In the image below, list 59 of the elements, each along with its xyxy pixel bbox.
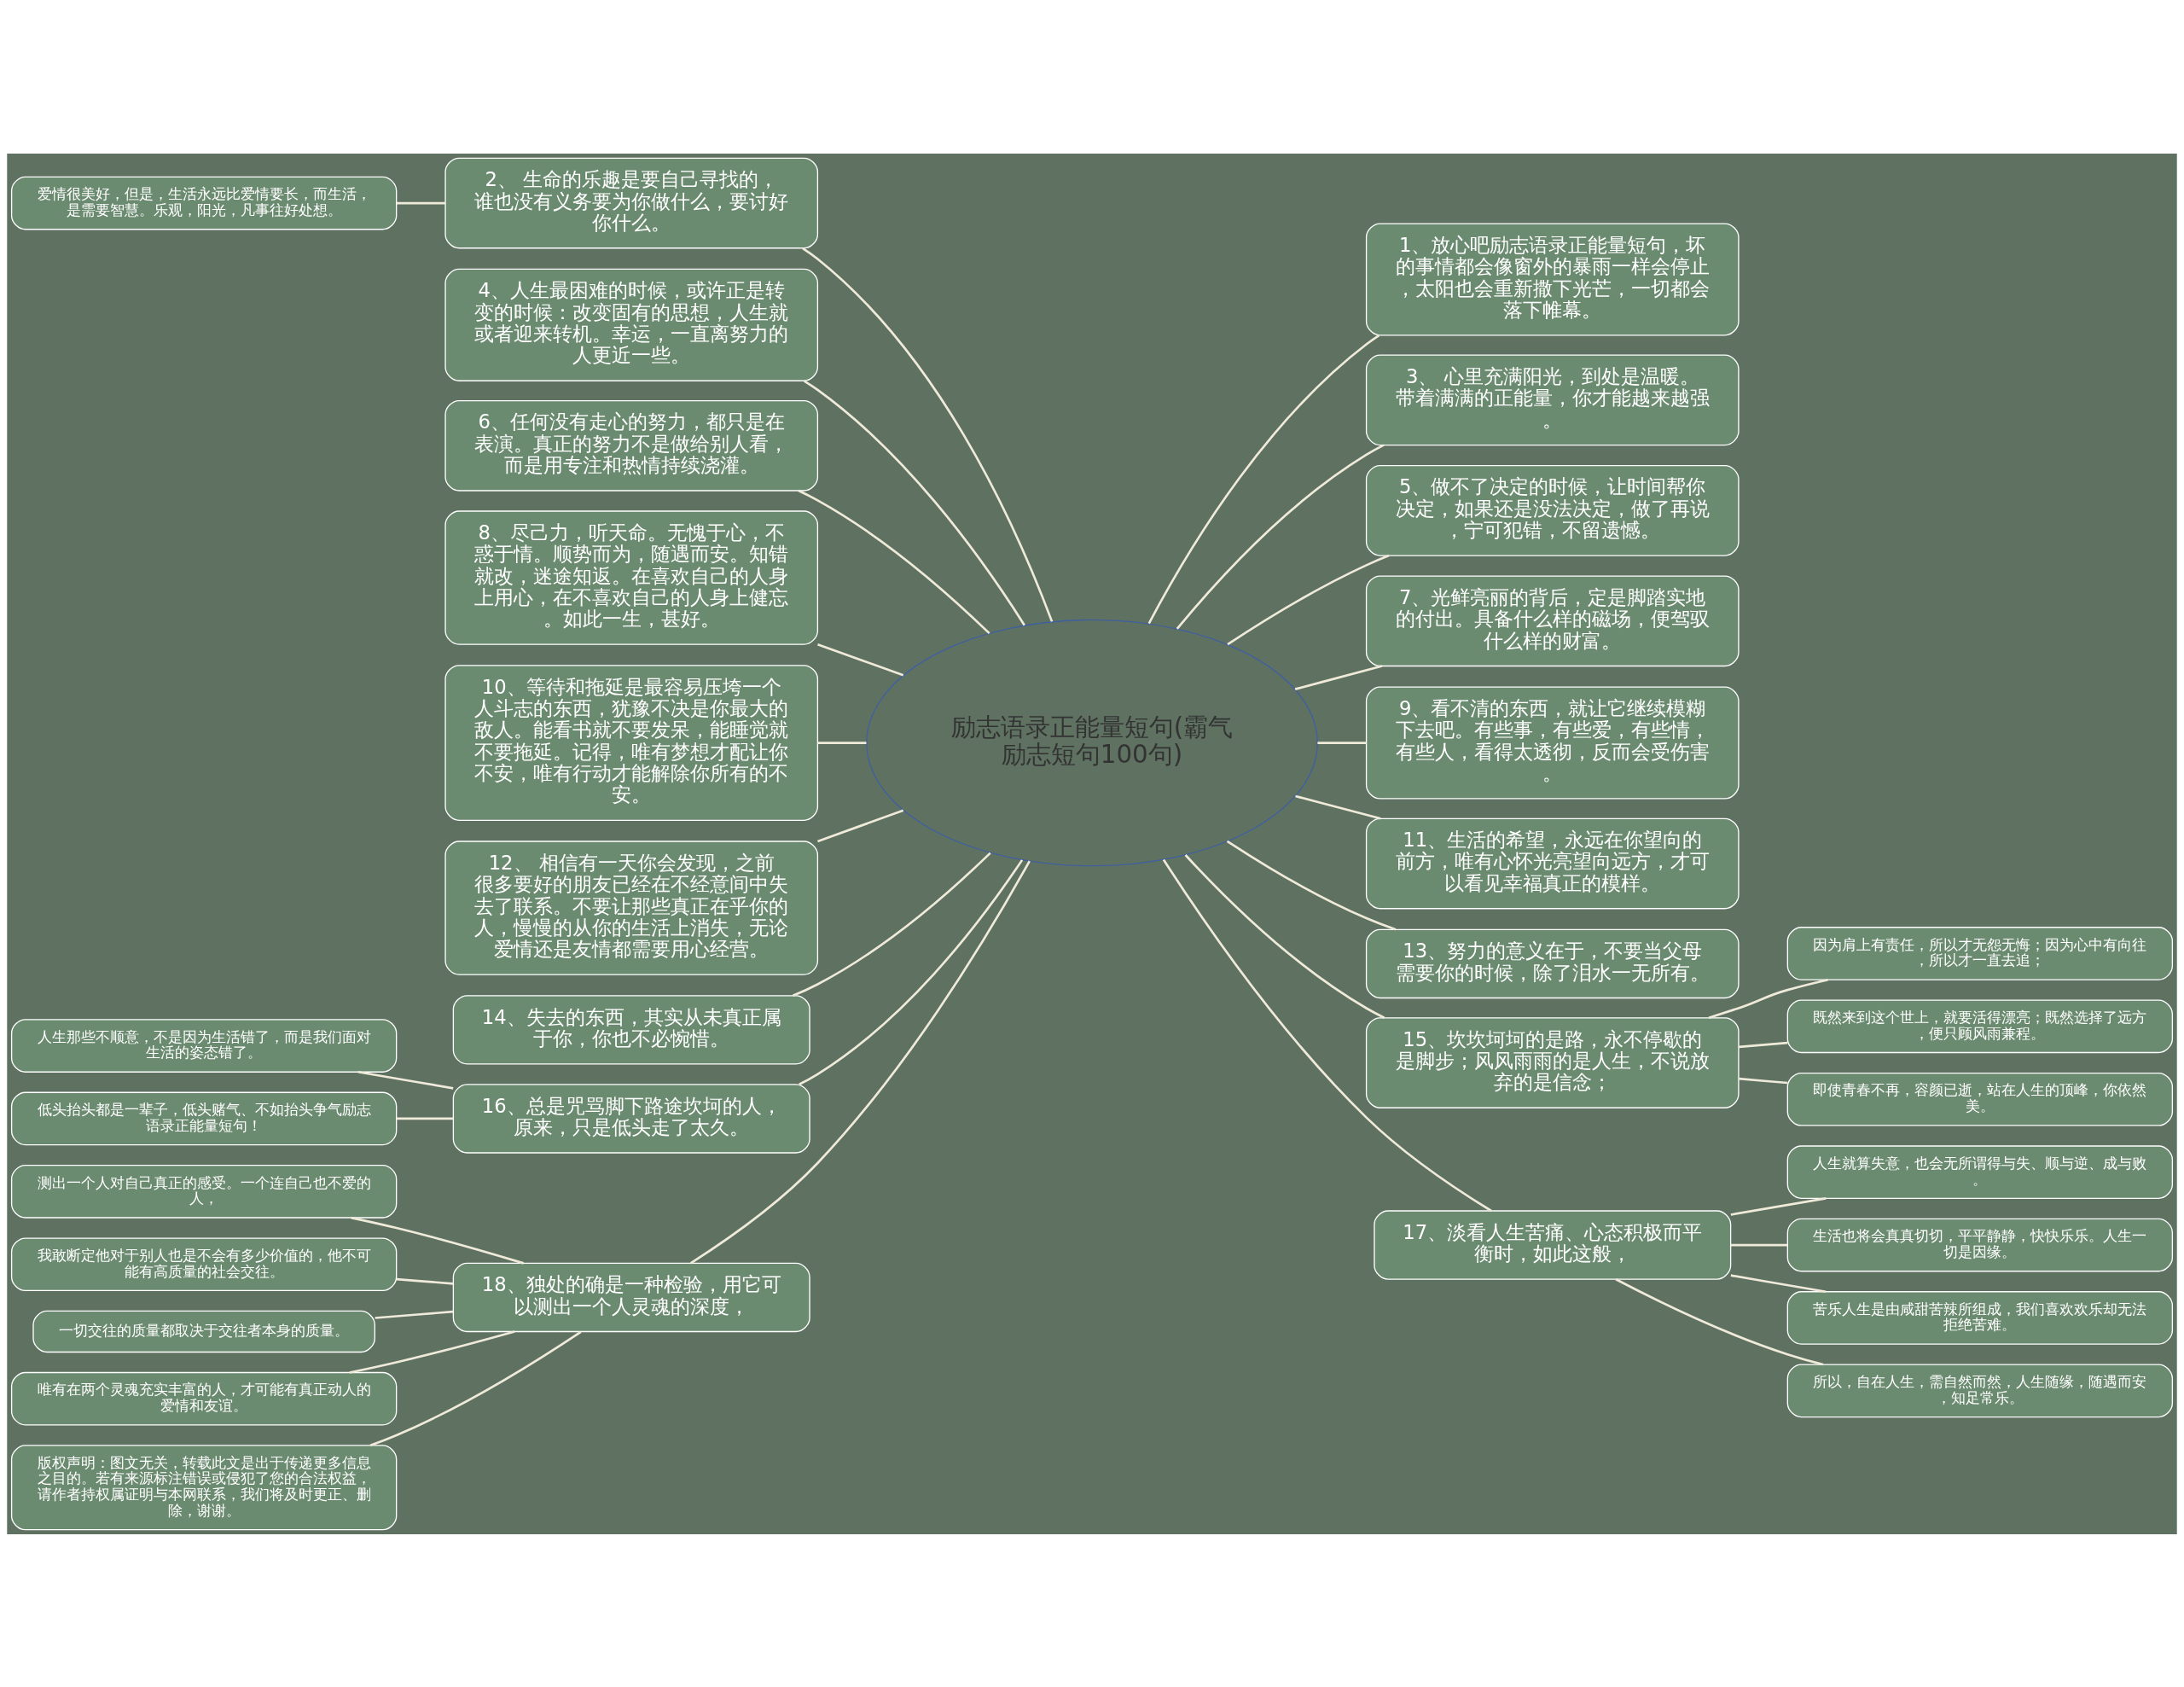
node-box: 10、等待和拖延是最容易压垮一个人斗志的东西，犹豫不决是你最大的敌人。能看书就不要发呆，能睡觉就不要拖延。记得，唯有梦想才配让你不安，唯有行动才能解除你所有的不安。	[444, 664, 819, 821]
connector	[369, 1330, 582, 1446]
connector	[1294, 664, 1383, 690]
node-box: 11、生活的希望，永远在你望向的前方，唯有心怀光亮望向远方，才可以看见幸福真正的模样。	[1365, 817, 1740, 909]
node-box: 苦乐人生是由咸甜苦辣所组成，我们喜欢欢乐却无法拒绝苦难。	[1786, 1290, 2174, 1345]
connector	[817, 741, 867, 744]
connector	[1227, 554, 1390, 645]
node-box: 6、任何没有走心的努力，都只是在表演。真正的努力不是做给别人看，而是用专注和热情持续浇灌。	[444, 399, 819, 492]
connector	[802, 247, 1054, 622]
connector	[798, 489, 990, 634]
node-box: 测出一个人对自己真正的感受。一个连自己也不爱的人，	[10, 1164, 398, 1219]
node-box: 低头抬头都是一辈子，低头赌气、不如抬头争气励志语录正能量短句！	[10, 1091, 398, 1145]
node-box: 一切交往的质量都取决于交往者本身的质量。	[32, 1310, 375, 1353]
node-box: 5、做不了决定的时候，让时间帮你决定，如果还是没法决定，做了再说，宁可犯错，不留遗憾。	[1365, 464, 1740, 556]
connector	[804, 379, 1025, 625]
connector	[1295, 794, 1381, 820]
node-box: 生活也将会真真切切，平平静静，快快乐乐。人生一切是因缘。	[1786, 1218, 2174, 1271]
node-box: 版权声明：图文无关，转载此文是出于传递更多信息之目的。若有来源标注错误或侵犯了您的合法权益，请作者持权属证明与本网联系，我们将及时更正、删除，谢谢。	[10, 1444, 398, 1530]
connector	[817, 643, 904, 677]
node-box: 12、 相信有一天你会发现，之前很多要好的朋友已经在不经意间中失去了联系。不要让那些真正在乎你的人，慢慢的从你的生活上消失，无论爱情还是友情都需要用心经营。	[444, 840, 819, 975]
node-box: 既然来到这个世上，就要活得漂亮；既然选择了远方，便只顾风雨兼程。	[1786, 999, 2174, 1053]
node-box: 16、总是咒骂脚下路途坎坷的人，原来，只是低头走了太久。	[452, 1083, 810, 1154]
node-box: 1、放心吧励志语录正能量短句，坏的事情都会像窗外的暴雨一样会停止，太阳也会重新撒下光芒，一切都会落下帷幕。	[1365, 222, 1740, 335]
node-box: 8、尽己力，听天命。无愧于心，不惑于情。顺势而为，随遇而安。知错就改，迷途知返。在喜欢自己的人身上用心，在不喜欢自己的人身上健忘。如此一生，甚好。	[444, 509, 819, 645]
node-box: 14、失去的东西，其实从未真正属于你，你也不必惋惜。	[452, 994, 810, 1065]
node-ellipse: 励志语录正能量短句(霸气励志短句100句)	[866, 619, 1318, 866]
connector	[396, 201, 445, 204]
node-box: 13、努力的意义在于，不要当父母需要你的时候，除了泪水一无所有。	[1365, 928, 1740, 998]
connector	[1730, 1243, 1788, 1246]
connector	[375, 1310, 454, 1319]
node-box: 爱情很美好，但是，生活永远比爱情要长，而生活，是需要智慧。乐观，阳光，凡事往好处想。	[10, 176, 398, 230]
connector	[1147, 334, 1380, 624]
connector	[1184, 853, 1385, 1019]
connector	[817, 809, 904, 842]
node-box: 因为肩上有责任，所以才无怨无悔；因为心中有向往，所以才一直去追；	[1786, 926, 2174, 980]
node-box: 即使青春不再，容颜已逝，站在人生的顶峰，你依然美。	[1786, 1072, 2174, 1126]
node-box: 所以，自在人生，需自然而然，人生随缘，随遇而安，知足常乐。	[1786, 1364, 2174, 1417]
node-box: 2、 生命的乐趣是要自己寻找的，谁也没有义务要为你做什么，要讨好你什么。	[444, 157, 819, 248]
connector	[1162, 858, 1492, 1212]
connector	[689, 860, 1031, 1264]
node-box: 人生那些不顺意，不是因为生活错了，而是我们面对生活的姿态错了。	[10, 1018, 398, 1073]
connector	[792, 852, 991, 997]
node-box: 我敢断定他对于别人也是不会有多少价值的，他不可能有高质量的社会交往。	[10, 1236, 398, 1291]
node-box: 17、淡看人生苦痛、心态积极而平衡时，如此这般，	[1374, 1209, 1732, 1280]
node-box: 7、光鲜亮丽的背后，定是脚踏实地的付出。具备什么样的磁场，便驾驭什么样的财富。	[1365, 574, 1740, 666]
node-box: 9、看不清的东西，就让它继续模糊下去吧。有些事，有些爱，有些情，有些人，看得太透彻，反而会受伤害。	[1365, 686, 1740, 800]
node-box: 唯有在两个灵魂充实丰富的人，才可能有真正动人的爱情和友谊。	[10, 1371, 398, 1426]
connector	[1176, 444, 1385, 630]
connector	[1739, 1077, 1788, 1084]
node-box: 15、坎坎坷坷的是路，永不停歇的是脚步；风风雨雨的是人生，不说放弃的是信念；	[1365, 1016, 1740, 1108]
node-box: 18、独处的确是一种检验，用它可以测出一个人灵魂的深度，	[452, 1262, 810, 1332]
connector	[799, 858, 1024, 1085]
connector	[1317, 741, 1367, 744]
node-box: 3、 心里充满阳光，到处是温暖。带着满满的正能量，你才能越来越强。	[1365, 354, 1740, 445]
connector	[396, 1117, 454, 1120]
connector	[396, 1277, 454, 1285]
connector	[1739, 1041, 1788, 1048]
node-box: 4、人生最困难的时候，或许正是转变的时候：改变固有的思想，人生就或者迎来转机。幸运，一直离努力的人更近一些。	[444, 268, 819, 381]
node-box: 人生就算失意，也会无所谓得与失、顺与逆、成与败。	[1786, 1144, 2174, 1199]
